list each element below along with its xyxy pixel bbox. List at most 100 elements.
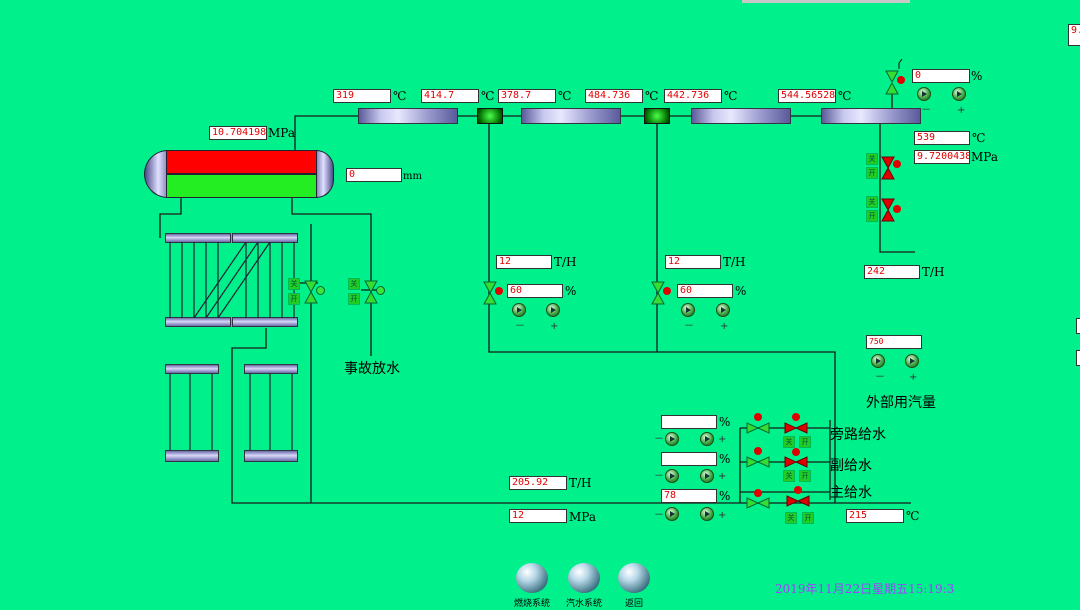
bypass-control-indicator-icon xyxy=(754,413,762,421)
external-minus-button[interactable] xyxy=(871,354,885,368)
economizer-2-bottom-header xyxy=(232,317,298,327)
spray2-unit-pct: % xyxy=(735,284,747,298)
bypass-opening-box xyxy=(661,415,717,429)
unit-c-4: ℃ xyxy=(645,89,659,103)
econ-valve-open[interactable]: 开 xyxy=(288,293,300,305)
outlet-valve-a-indicator-icon xyxy=(893,160,901,168)
datetime: 2019年11月22日星期五15:19:3 xyxy=(775,582,955,596)
unit-c-outlet: ℃ xyxy=(972,131,986,145)
outlet-steam-valve-icon[interactable] xyxy=(885,70,899,96)
outlet-valve-b-icon xyxy=(881,198,895,222)
bypass-minus-button[interactable] xyxy=(665,432,679,446)
accident-drain-label: 事故放水 xyxy=(344,361,400,377)
unit-c-2: ℃ xyxy=(481,89,495,103)
feedwater-temp-box: 215 xyxy=(846,509,904,523)
external-plus-label: + xyxy=(909,372,918,383)
sub-opening-box xyxy=(661,452,717,466)
outlet-valve-b-indicator-icon xyxy=(893,205,901,213)
main-unit-pct: % xyxy=(719,489,731,503)
combustion-system-label: 燃烧系统 xyxy=(513,599,550,609)
sub-minus-label: － xyxy=(654,471,664,482)
outlet-valve-opening-box: 0 xyxy=(912,69,970,83)
back-button[interactable] xyxy=(618,563,650,593)
spray2-plus-label: + xyxy=(720,321,729,332)
main-shutoff-close[interactable]: 关 xyxy=(785,512,797,524)
lower-econ-1-bottom xyxy=(165,450,219,462)
spray1-plus-label: + xyxy=(550,321,559,332)
econ-valve-icon xyxy=(304,280,318,304)
feedwater-unit-c: ℃ xyxy=(906,509,920,523)
top-right-value-box: 9. xyxy=(1068,24,1080,46)
spray1-minus-button[interactable] xyxy=(512,303,526,317)
sub-shutoff-valve-icon[interactable] xyxy=(784,456,808,468)
lower-econ-2-bottom xyxy=(244,450,298,462)
steam-water-system-button[interactable] xyxy=(568,563,600,593)
spray2-valve-icon[interactable] xyxy=(651,281,665,305)
outlet-plus-label: + xyxy=(957,105,966,116)
outlet-plus-button[interactable] xyxy=(952,87,966,101)
bypass-shutoff-open[interactable]: 开 xyxy=(799,436,811,448)
bypass-control-valve-icon[interactable] xyxy=(746,422,770,434)
outlet-valve-a-close[interactable]: 关 xyxy=(866,153,878,165)
outlet-valve-b-open[interactable]: 开 xyxy=(866,210,878,222)
temp-box-2: 414.7 xyxy=(421,89,479,103)
temp-box-1: 319 xyxy=(333,89,391,103)
desuperheater-2 xyxy=(644,108,670,124)
bypass-shutoff-close[interactable]: 关 xyxy=(783,436,795,448)
bypass-shutoff-valve-icon[interactable] xyxy=(784,422,808,434)
feedwater-pressure-box: 12 xyxy=(509,509,567,523)
unit-mm: mm xyxy=(403,171,422,182)
spray2-plus-button[interactable] xyxy=(716,303,730,317)
superheater-2 xyxy=(521,108,621,124)
outlet-valve-a-open[interactable]: 开 xyxy=(866,167,878,179)
main-minus-button[interactable] xyxy=(665,507,679,521)
drain-valve-close[interactable]: 关 xyxy=(348,278,360,290)
economizer-1-top-header xyxy=(165,233,231,243)
drain-valve-open[interactable]: 开 xyxy=(348,293,360,305)
superheater-4 xyxy=(821,108,921,124)
steam-flow-box: 242 xyxy=(864,265,920,279)
econ-valve-close[interactable]: 关 xyxy=(288,278,300,290)
bypass-plus-label: + xyxy=(718,434,727,445)
main-feedwater-label: 主给水 xyxy=(830,485,872,501)
sub-minus-button[interactable] xyxy=(665,469,679,483)
combustion-system-button[interactable] xyxy=(516,563,548,593)
sub-control-valve-icon[interactable] xyxy=(746,456,770,468)
spray2-minus-button[interactable] xyxy=(681,303,695,317)
superheater-3 xyxy=(691,108,791,124)
main-shutoff-valve-icon[interactable] xyxy=(786,495,810,507)
spray1-unit-th: T/H xyxy=(554,255,577,269)
main-shutoff-indicator-icon xyxy=(794,486,802,494)
sub-shutoff-open[interactable]: 开 xyxy=(799,470,811,482)
spray1-unit-pct: % xyxy=(565,284,577,298)
right-edge-box-2 xyxy=(1076,350,1080,366)
spray1-plus-button[interactable] xyxy=(546,303,560,317)
unit-c-5: ℃ xyxy=(724,89,738,103)
feedwater-unit-mpa: MPa xyxy=(569,510,596,524)
temp-box-4: 484.736 xyxy=(585,89,643,103)
sub-shutoff-close[interactable]: 关 xyxy=(783,470,795,482)
bypass-unit-pct: % xyxy=(719,415,731,429)
feedwater-unit-th: T/H xyxy=(569,476,592,490)
unit-th-steam: T/H xyxy=(922,265,945,279)
main-plus-button[interactable] xyxy=(700,507,714,521)
outlet-valve-b-close[interactable]: 关 xyxy=(866,196,878,208)
main-control-valve-icon[interactable] xyxy=(746,497,770,509)
main-shutoff-open[interactable]: 开 xyxy=(802,512,814,524)
spray1-valve-icon[interactable] xyxy=(483,281,497,305)
spray1-minus-label: － xyxy=(515,321,525,332)
external-plus-button[interactable] xyxy=(905,354,919,368)
spray2-minus-label: － xyxy=(684,321,694,332)
drum-right-cap xyxy=(316,150,334,198)
unit-c-3: ℃ xyxy=(558,89,572,103)
spray2-opening-box: 60 xyxy=(677,284,733,298)
outlet-minus-button[interactable] xyxy=(917,87,931,101)
bypass-plus-button[interactable] xyxy=(700,432,714,446)
unit-c-1: ℃ xyxy=(393,89,407,103)
sub-plus-button[interactable] xyxy=(700,469,714,483)
unit-mpa-drum: MPa xyxy=(268,126,295,140)
outlet-minus-label: － xyxy=(921,105,931,116)
drum-steam-space xyxy=(166,150,318,174)
drain-valve-indicator-icon xyxy=(376,286,385,295)
